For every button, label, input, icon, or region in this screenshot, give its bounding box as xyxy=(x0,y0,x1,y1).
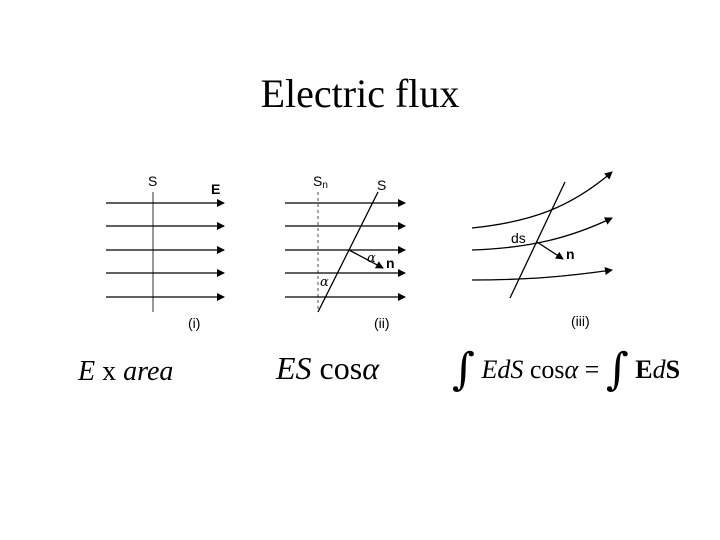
tilted-surface-line xyxy=(317,191,379,313)
formula-s-bold: S xyxy=(665,355,681,384)
field-lines xyxy=(106,199,225,301)
surface-label: S xyxy=(377,177,386,193)
normal-label: n xyxy=(386,255,395,271)
panel-ii: Sn S α n α (ii) xyxy=(285,173,406,331)
normal-label: n xyxy=(566,246,575,262)
element-label: ds xyxy=(511,230,526,246)
panel-i: S E (i) xyxy=(106,173,225,331)
field-lines xyxy=(285,199,406,301)
formula-d: d xyxy=(652,355,666,384)
field-label: E xyxy=(211,181,220,197)
field-curve xyxy=(471,171,613,229)
surface-element-line xyxy=(509,181,566,299)
formula-alpha: α xyxy=(564,355,579,384)
formula-ed: Ed xyxy=(474,355,511,384)
field-curve xyxy=(471,217,613,251)
panel-iii: ds n (iii) xyxy=(471,171,613,329)
formula-area: area xyxy=(123,356,174,387)
formula-cos: cos xyxy=(311,350,363,386)
normal-surface-label: Sn xyxy=(313,173,328,191)
formula-es-cos: ES cosα xyxy=(276,350,379,387)
formula-s: S xyxy=(510,355,524,384)
formula-equals: = xyxy=(578,355,606,384)
integral-sign: ∫ xyxy=(452,344,475,395)
formula-cos: cos xyxy=(523,355,565,384)
angle-label-2: α xyxy=(320,275,329,290)
panel-caption: (i) xyxy=(188,315,200,331)
formula-es: ES xyxy=(276,350,312,386)
formula-flux-area: E x area xyxy=(78,356,173,388)
page-title: Electric flux xyxy=(260,71,460,116)
formula-e-bold: E xyxy=(628,355,653,384)
normal-vector xyxy=(536,241,564,260)
panel-caption: (iii) xyxy=(571,313,590,329)
formula-alpha: α xyxy=(362,350,379,386)
angle-label: α xyxy=(367,251,376,266)
surface-label: S xyxy=(148,173,157,189)
field-curve xyxy=(471,267,613,281)
formula-x: x xyxy=(95,356,124,387)
integral-sign-2: ∫ xyxy=(605,344,629,395)
panel-caption: (ii) xyxy=(374,315,390,331)
formula-e: E xyxy=(78,356,96,387)
formula-integral: ∫ EdS cosα = ∫ EdS xyxy=(452,344,680,395)
normal-vector xyxy=(348,249,384,269)
